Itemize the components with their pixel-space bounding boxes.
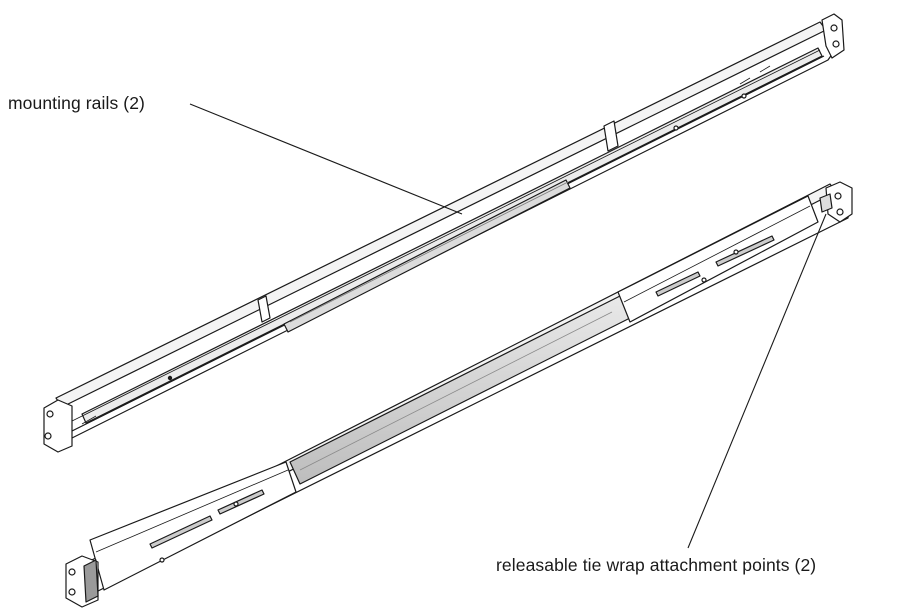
mounting-rails-leader-line [189,103,463,215]
mounting-rails-label: mounting rails (2) [8,93,145,113]
mounting-rail-lower [65,181,853,608]
tie-wrap-points-label: releasable tie wrap attachment points (2… [496,555,817,575]
tie-wrap-leader-line [687,213,827,549]
mounting-rail-upper [43,13,845,453]
